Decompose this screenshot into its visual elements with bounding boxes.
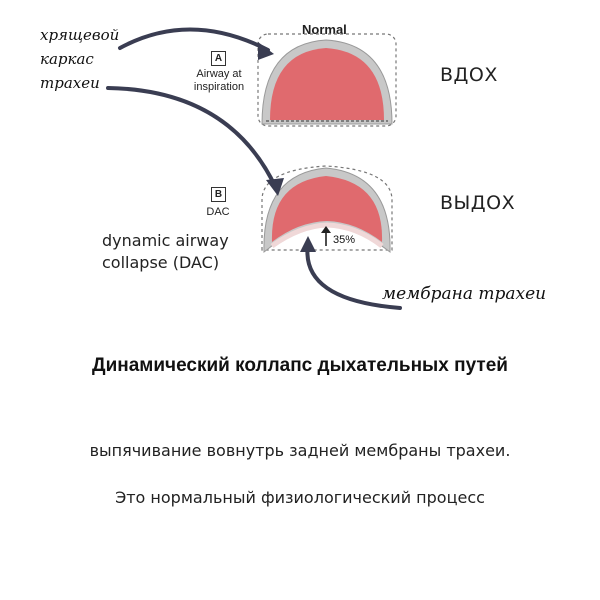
- panel-a-label-line2: inspiration: [193, 80, 245, 93]
- dac-description: dynamic airway collapse (DAC): [102, 230, 229, 273]
- phase-exhale-label: ВЫДОХ: [440, 192, 516, 214]
- cartilage-label-line1: хрящевой: [40, 26, 120, 44]
- arrow-cartilage-to-a-head: [258, 42, 274, 60]
- panel-a-label-line1: Airway at: [196, 68, 242, 80]
- cartilage-label-line3: трахеи: [40, 74, 100, 92]
- figure-title: Normal: [302, 22, 347, 37]
- panel-a-lumen: [270, 48, 384, 120]
- arrow-membrane: [305, 242, 402, 310]
- collapse-percent-label: 35%: [333, 234, 355, 246]
- phase-inhale-label: ВДОХ: [440, 64, 498, 86]
- panel-a-letter: A: [211, 51, 226, 66]
- arrow-cartilage-to-a: [118, 27, 270, 52]
- headline: Динамический коллапс дыхательных путей: [92, 355, 508, 376]
- panel-a-dashed-outline: [257, 33, 397, 127]
- airway-diagram: 35%: [106, 27, 402, 310]
- panel-b-membrane: [270, 222, 384, 249]
- dac-description-line2: collapse (DAC): [102, 252, 220, 272]
- arrow-cartilage-to-b-head: [266, 178, 284, 196]
- panel-b-lumen: [271, 176, 383, 242]
- arrow-membrane-head: [300, 236, 316, 252]
- dac-description-line1: dynamic airway: [102, 231, 229, 250]
- arrow-cartilage-to-b: [106, 86, 278, 190]
- membrane-label: мембрана трахеи: [382, 284, 547, 304]
- description-line2: Это нормальный физиологический процесс: [115, 488, 485, 507]
- panel-a-label: Airway at inspiration: [186, 68, 252, 93]
- cartilage-label-line2: каркас: [40, 50, 94, 68]
- collapse-arrow-head: [321, 226, 331, 233]
- panel-b-label: DAC: [206, 206, 230, 218]
- panel-b-letter: B: [211, 187, 226, 202]
- description-line1: выпячивание вовнутрь задней мембраны тра…: [89, 441, 511, 460]
